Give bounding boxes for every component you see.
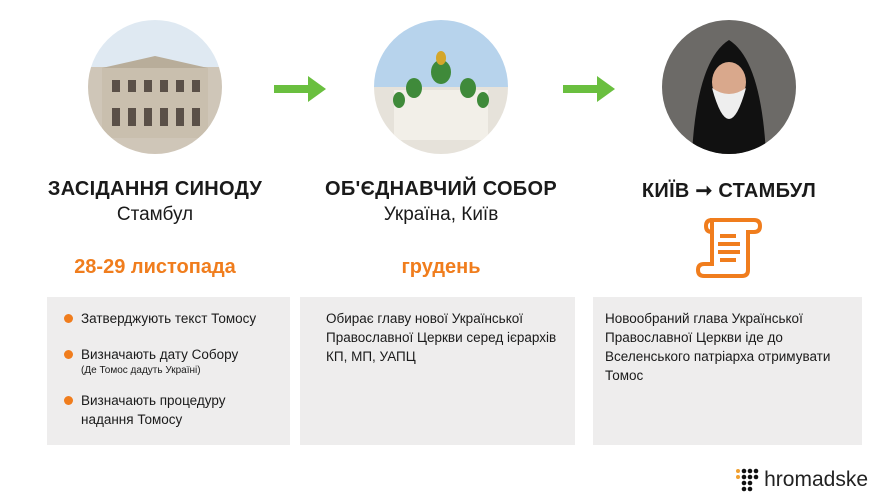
patriarch-image <box>662 20 796 154</box>
step-3-text: Новообраний глава Української Православн… <box>605 311 831 383</box>
step-2-title: ОБ'ЄДНАВЧИЙ СОБОР <box>325 178 557 200</box>
step-3-box: Новообраний глава Української Православн… <box>593 297 862 445</box>
scroll-icon <box>695 214 763 285</box>
bullet-icon <box>64 350 73 359</box>
step-1-title: ЗАСІДАННЯ СИНОДУ <box>47 178 263 200</box>
step-1-subtitle: Стамбул <box>116 204 194 225</box>
synod-building-image <box>88 20 222 154</box>
bullet-icon <box>64 396 73 405</box>
item-note: (Де Томос дадуть Україні) <box>81 365 201 376</box>
step-2-box: Обирає главу нової Української Православ… <box>300 297 575 445</box>
cathedral-image <box>374 20 508 154</box>
arrow-right-icon <box>563 76 615 102</box>
list-item: Затверджують текст Томосу <box>59 309 278 328</box>
list-item: Визначають дату Собору (Де Томос дадуть У… <box>59 345 278 378</box>
step-2-subtitle: Україна, Київ <box>383 204 499 225</box>
hromadske-logo: hromadske <box>735 467 868 493</box>
item-text: Визначають дату Собору <box>81 347 239 362</box>
step-2-date: грудень <box>401 256 481 278</box>
logo-dots-icon <box>736 468 759 492</box>
step-1-box: Затверджують текст Томосу Визначають дат… <box>47 297 290 445</box>
step-2-text: Обирає главу нової Української Православ… <box>326 311 557 364</box>
logo-text: hromadske <box>764 468 868 491</box>
item-text: Визначають процедуру надання Томосу <box>81 393 226 427</box>
step-3-title: КИЇВ ➞ СТАМБУЛ <box>641 180 817 202</box>
step-1-date: 28-29 листопада <box>74 256 236 278</box>
item-text: Затверджують текст Томосу <box>81 311 257 326</box>
list-item: Визначають процедуру надання Томосу <box>59 391 278 429</box>
arrow-right-icon <box>274 76 326 102</box>
bullet-icon <box>64 314 73 323</box>
